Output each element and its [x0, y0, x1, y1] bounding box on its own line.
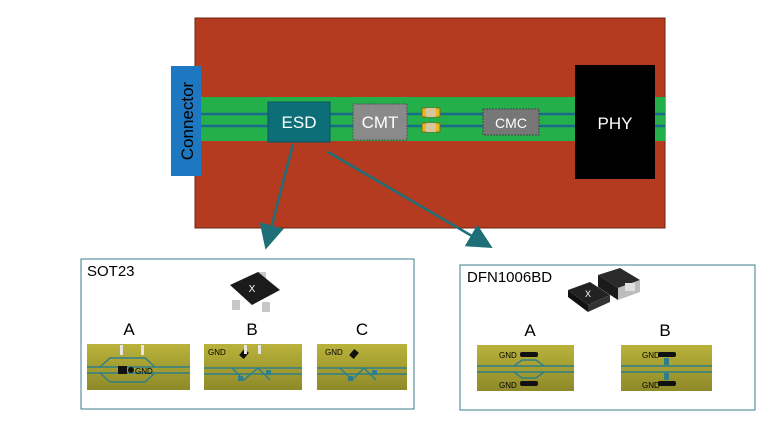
- cmc-label: CMC: [495, 115, 527, 131]
- sot23-option-a-label: A: [123, 320, 135, 339]
- sot23-title: SOT23: [87, 263, 135, 280]
- cmt-label: CMT: [362, 113, 399, 132]
- dfn1006bd-option-b-gnd-top: GND: [642, 351, 660, 360]
- sot23-option-c-layout: GND: [317, 344, 407, 390]
- dfn1006bd-option-a-label: A: [524, 321, 536, 340]
- dfn1006bd-option-a-gnd-top: GND: [499, 351, 517, 360]
- main-board: Connector ESD CMT CMC PHY: [171, 17, 666, 229]
- esd-block: [267, 101, 331, 143]
- svg-text:X: X: [249, 284, 256, 295]
- phy-label: PHY: [598, 114, 633, 133]
- capacitor-pair: [421, 107, 441, 133]
- svg-text:X: X: [585, 289, 591, 299]
- sot23-package-image: X: [230, 272, 280, 312]
- arrow-to-dfn1006bd: [327, 150, 493, 249]
- connector-block: [171, 66, 201, 176]
- sot23-option-c-label: C: [356, 320, 368, 339]
- sot23-panel: SOT23 X A GND B: [80, 258, 415, 410]
- arrow-to-sot23: [259, 143, 295, 250]
- dfn1006bd-title: DFN1006BD: [467, 269, 552, 286]
- phy-block: [575, 65, 655, 179]
- dfn1006bd-package-image: X: [568, 268, 640, 312]
- dfn1006bd-option-a-gnd-bottom: GND: [499, 381, 517, 390]
- sot23-option-a-gnd: GND: [135, 367, 153, 376]
- sot23-option-a-layout: GND: [87, 344, 190, 390]
- dfn1006bd-option-a-layout: GND GND: [477, 345, 574, 391]
- sot23-option-b-gnd: GND: [208, 348, 226, 357]
- cmc-block: [482, 108, 540, 136]
- sot23-option-b-layout: GND: [204, 344, 302, 390]
- dfn1006bd-option-b-label: B: [659, 321, 670, 340]
- cmt-block: [352, 103, 408, 141]
- esd-label: ESD: [282, 113, 317, 132]
- sot23-option-b-label: B: [246, 320, 257, 339]
- dfn1006bd-option-b-layout: GND GND: [621, 345, 712, 391]
- sot23-option-c-gnd: GND: [325, 348, 343, 357]
- dfn1006bd-option-b-gnd-bottom: GND: [642, 381, 660, 390]
- dfn1006bd-panel: DFN1006BD X A GND GND B: [459, 264, 756, 411]
- connector-label: Connector: [178, 81, 197, 160]
